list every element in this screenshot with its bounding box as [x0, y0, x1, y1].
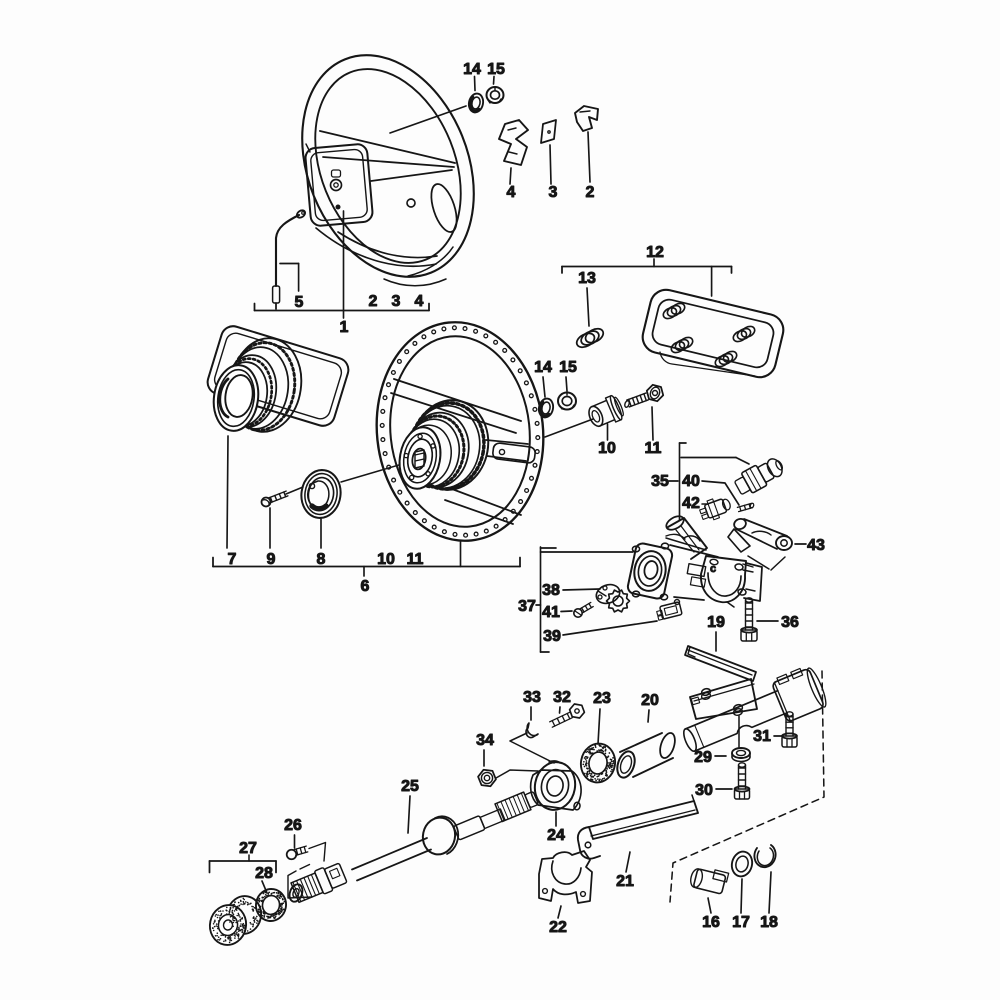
svg-text:42: 42 [682, 495, 700, 512]
svg-text:23: 23 [593, 690, 611, 707]
svg-text:41: 41 [542, 604, 560, 621]
svg-text:29: 29 [694, 749, 712, 766]
svg-text:24: 24 [547, 827, 565, 844]
svg-text:36: 36 [781, 614, 799, 631]
svg-text:2: 2 [586, 184, 595, 201]
svg-text:8: 8 [317, 551, 326, 568]
svg-text:11: 11 [645, 440, 662, 457]
svg-text:22: 22 [549, 919, 567, 936]
svg-text:37: 37 [518, 598, 536, 615]
svg-text:32: 32 [553, 689, 571, 706]
svg-text:30: 30 [695, 782, 713, 799]
svg-text:18: 18 [760, 914, 778, 931]
svg-text:6: 6 [361, 578, 370, 595]
svg-text:c: c [710, 563, 716, 575]
svg-text:11: 11 [407, 551, 424, 568]
svg-text:27: 27 [239, 840, 257, 857]
svg-text:31: 31 [753, 728, 771, 745]
svg-text:40: 40 [682, 473, 700, 490]
svg-text:7: 7 [228, 551, 237, 568]
svg-text:10: 10 [377, 551, 395, 568]
svg-text:5: 5 [295, 294, 304, 311]
svg-text:35: 35 [651, 473, 669, 490]
svg-text:14: 14 [463, 61, 481, 78]
svg-text:13: 13 [578, 270, 596, 287]
svg-text:10: 10 [598, 440, 616, 457]
svg-text:34: 34 [476, 732, 494, 749]
svg-text:21: 21 [616, 873, 634, 890]
svg-text:12: 12 [646, 244, 664, 261]
svg-text:33: 33 [523, 689, 541, 706]
svg-text:4: 4 [415, 293, 424, 310]
svg-text:9: 9 [267, 551, 276, 568]
svg-text:19: 19 [707, 614, 725, 631]
svg-text:39: 39 [543, 628, 561, 645]
svg-text:2: 2 [369, 293, 378, 310]
svg-text:25: 25 [401, 778, 419, 795]
svg-text:38: 38 [542, 582, 560, 599]
svg-text:26: 26 [284, 817, 302, 834]
svg-text:28: 28 [255, 865, 273, 882]
svg-text:4: 4 [507, 184, 516, 201]
svg-text:17: 17 [732, 914, 750, 931]
svg-text:15: 15 [559, 359, 577, 376]
svg-text:15: 15 [487, 61, 505, 78]
svg-text:16: 16 [702, 914, 720, 931]
svg-text:3: 3 [392, 293, 401, 310]
svg-text:1: 1 [340, 319, 349, 336]
svg-text:43: 43 [807, 537, 825, 554]
svg-text:14: 14 [534, 359, 552, 376]
svg-text:20: 20 [641, 692, 659, 709]
svg-text:3: 3 [549, 184, 558, 201]
